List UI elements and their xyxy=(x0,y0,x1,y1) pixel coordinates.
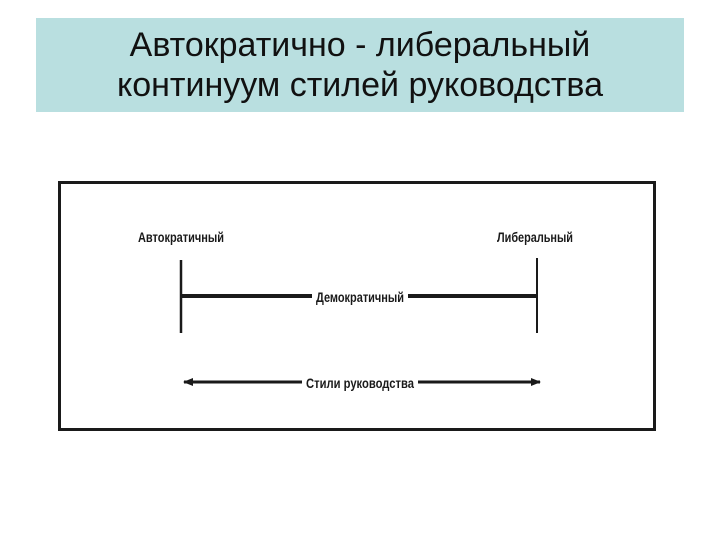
leadership-styles-label: Стили руководства xyxy=(306,375,414,391)
slide-title: Автократично - либеральный континуум сти… xyxy=(36,18,684,112)
liberal-label: Либеральный xyxy=(497,229,573,245)
slide-title-line-2: континуум стилей руководства xyxy=(116,66,603,104)
autocratic-label: Автократичный xyxy=(138,229,224,245)
democratic-label: Демократичный xyxy=(316,289,404,305)
slide-title-line-1: Автократично - либеральный xyxy=(129,26,591,64)
continuum-diagram-frame xyxy=(58,181,656,431)
